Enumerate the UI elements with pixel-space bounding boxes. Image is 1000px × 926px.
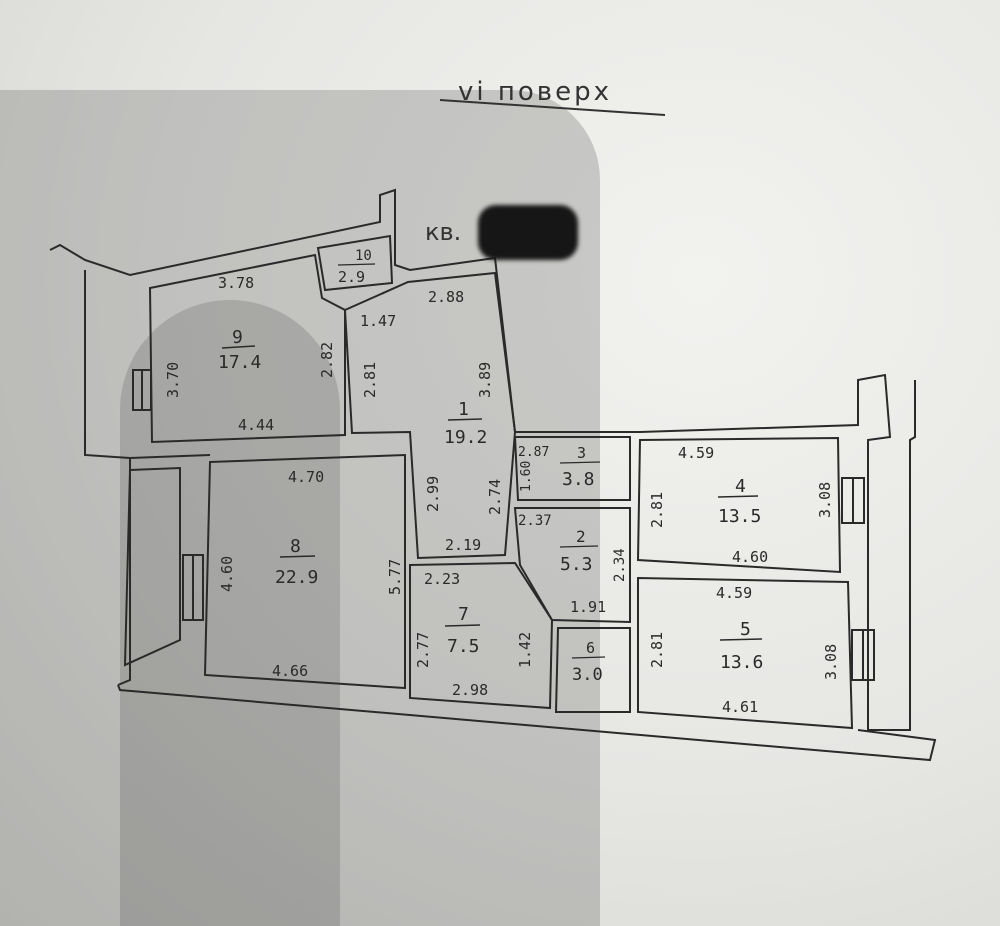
dim-label: 2.81 bbox=[648, 492, 666, 528]
dim-label: 2.82 bbox=[318, 342, 336, 378]
room-number: 7 bbox=[458, 604, 469, 625]
flat-label: кв. bbox=[425, 218, 461, 246]
dim-label: 2.81 bbox=[361, 362, 379, 398]
dim-label: 3.08 bbox=[816, 482, 834, 518]
room-number: 9 bbox=[232, 327, 243, 348]
dim-label: 4.59 bbox=[678, 444, 714, 462]
dim-label: 2.87 bbox=[518, 445, 549, 460]
dim-label: 2.88 bbox=[428, 288, 464, 306]
room-area: 3.8 bbox=[562, 469, 595, 490]
dim-label: 4.60 bbox=[732, 548, 768, 566]
photo-shadow-secondary bbox=[120, 300, 340, 926]
room-area: 17.4 bbox=[218, 352, 261, 373]
dim-label: 4.70 bbox=[288, 468, 324, 486]
dim-label: 2.77 bbox=[414, 632, 432, 668]
dim-label: 3.78 bbox=[218, 274, 254, 292]
room-number: 3 bbox=[577, 444, 586, 462]
dim-label: 2.19 bbox=[445, 536, 481, 554]
room-8: 8 22.9 bbox=[275, 536, 318, 588]
room-number: 1 bbox=[458, 399, 469, 420]
dim-label: 1.47 bbox=[360, 312, 396, 330]
dim-label: 2.37 bbox=[518, 513, 552, 529]
room-area: 3.0 bbox=[572, 665, 603, 685]
room-number: 5 bbox=[740, 619, 751, 640]
room-area: 13.5 bbox=[718, 506, 761, 527]
room-number: 2 bbox=[576, 527, 586, 546]
room-1: 1 19.2 bbox=[444, 399, 487, 448]
dim-label: 5.77 bbox=[386, 559, 404, 595]
room-area: 13.6 bbox=[720, 652, 763, 673]
room-3: 3 3.8 bbox=[559, 444, 601, 490]
room-area: 22.9 bbox=[275, 567, 318, 588]
room-10: 10 2.9 bbox=[337, 248, 376, 286]
dim-label: 3.08 bbox=[822, 644, 840, 680]
room-area: 19.2 bbox=[444, 427, 487, 448]
room-area: 2.9 bbox=[338, 268, 365, 286]
dim-label: 4.59 bbox=[716, 584, 752, 602]
dimension-labels: 3.78 3.70 2.82 4.44 1.47 2.88 2.81 3.8 9 … bbox=[164, 274, 840, 716]
dim-label: 3.89 bbox=[476, 362, 494, 398]
room-number: 6 bbox=[586, 639, 595, 657]
room-number: 10 bbox=[355, 248, 372, 264]
room-5: 5 13.6 bbox=[719, 619, 763, 673]
room-6: 6 3.0 bbox=[571, 639, 606, 685]
dim-label: 2.81 bbox=[648, 632, 666, 668]
room-area: 7.5 bbox=[447, 636, 480, 657]
walls bbox=[49, 188, 937, 762]
window-marks bbox=[132, 369, 875, 681]
dim-label: 4.60 bbox=[218, 556, 236, 592]
redaction-mark bbox=[478, 205, 578, 260]
dim-label: 2.23 bbox=[424, 570, 460, 588]
room-area: 5.3 bbox=[560, 554, 593, 575]
room-2: 2 5.3 bbox=[559, 527, 599, 575]
dim-label: 2.34 bbox=[612, 548, 628, 582]
dim-label: 2.98 bbox=[452, 681, 488, 699]
dim-label: 1.42 bbox=[516, 632, 534, 668]
dim-label: 4.61 bbox=[722, 698, 758, 716]
room-9: 9 17.4 bbox=[218, 327, 261, 373]
room-number: 8 bbox=[290, 536, 301, 557]
floor-label-underline bbox=[439, 99, 666, 116]
dim-label: 2.74 bbox=[486, 479, 504, 515]
room-7: 7 7.5 bbox=[444, 604, 481, 657]
dim-label: 3.70 bbox=[164, 362, 182, 398]
room-4: 4 13.5 bbox=[717, 476, 761, 527]
dim-label: 1.91 bbox=[570, 598, 606, 616]
dim-label: 4.66 bbox=[272, 662, 308, 680]
dim-label: 1.60 bbox=[519, 461, 534, 492]
room-number: 4 bbox=[735, 476, 746, 497]
dim-label: 4.44 bbox=[238, 416, 274, 434]
dim-label: 2.99 bbox=[424, 476, 442, 512]
